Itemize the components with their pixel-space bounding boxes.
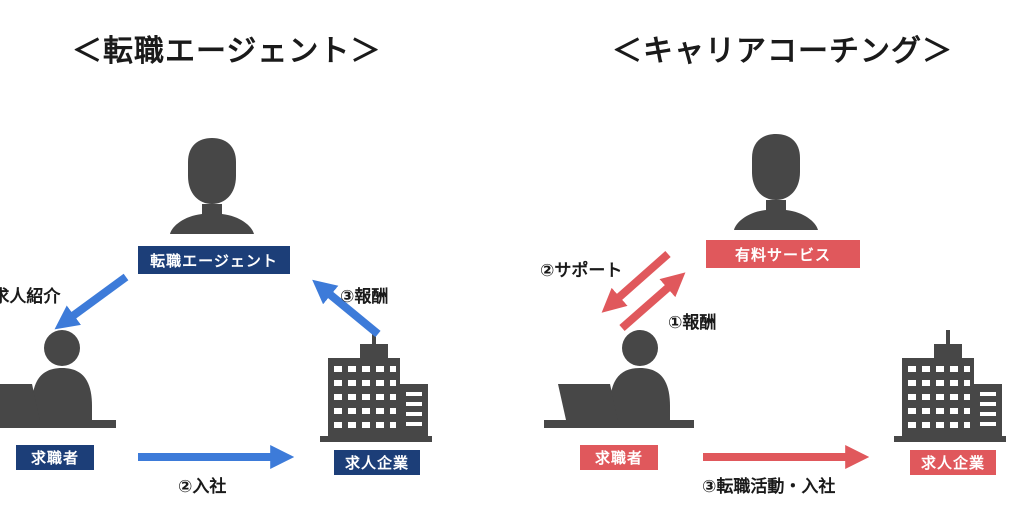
company-box-right: 求人企業 [910,450,996,475]
step-job-hunting-label: ③転職活動・入社 [702,477,836,497]
paid-service-box: 有料サービス [706,240,860,268]
arrow-fee-to-agent [312,279,381,338]
step-fee-label: ③報酬 [340,287,389,307]
seeker-box: 求職者 [16,445,94,470]
company-box: 求人企業 [334,450,420,475]
agent-box: 転職エージェント [138,246,290,274]
left-diagram-title: ＜転職エージェント＞ [72,34,382,69]
arrow-job-introduction [54,273,129,330]
arrow-fee-to-service [619,272,686,332]
seeker-worker-icon [0,330,116,428]
agent-person-icon [170,138,254,234]
step-support-label: ②サポート [540,261,623,281]
company-building-icon [320,330,432,442]
seeker-box-right: 求職者 [580,445,658,470]
arrow-support [601,251,671,313]
step-job-introduction-label: ①求人紹介 [0,287,61,307]
seeker-worker-icon-right [544,330,694,428]
coach-person-icon [734,134,818,230]
step-fee-label-right: ①報酬 [668,313,717,333]
step-join-label: ②入社 [178,477,227,497]
right-diagram-title: ＜キャリアコーチング＞ [612,34,953,69]
company-building-icon-right [894,330,1006,442]
